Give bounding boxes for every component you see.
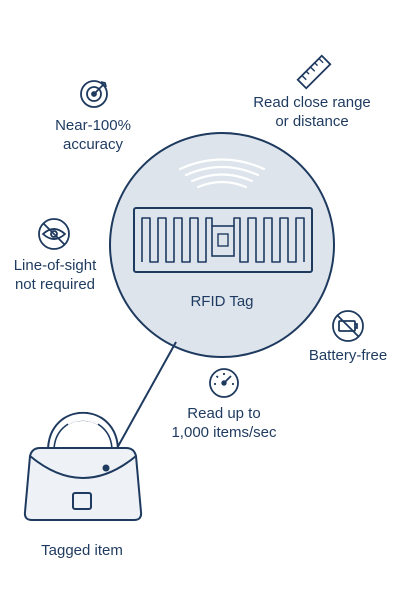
speedometer-icon [209,368,239,398]
feature-accuracy-label: Near-100% accuracy [33,116,153,154]
battery-line1: Battery-free [308,347,388,364]
line-of-sight-line1: Line-of-sight [13,257,97,274]
range-line1: Read close range [253,94,371,111]
speed-line2: 1,000 items/sec [171,424,277,441]
speed-line1: Read up to [187,405,261,422]
ruler-icon [296,54,332,90]
feature-range-label: Read close range or distance [236,93,388,131]
radio-waves-icon [178,158,266,189]
line-of-sight-line2: not required [14,276,96,293]
accuracy-line1: Near-100% [55,117,131,134]
no-battery-icon [332,310,364,342]
accuracy-line2: accuracy [62,136,124,153]
target-icon [80,80,108,108]
rfid-antenna-icon [133,207,313,273]
feature-line-of-sight-label: Line-of-sight not required [2,256,108,294]
tagged-item-label: Tagged item [41,542,123,559]
feature-battery-label: Battery-free [296,346,400,365]
rfid-tag-circle [109,132,335,358]
feature-speed-label: Read up to 1,000 items/sec [160,404,288,442]
rfid-tag-label: RFID Tag [190,293,254,310]
no-eye-icon [38,218,70,250]
handbag-icon [23,410,143,521]
range-line2: or distance [275,113,349,130]
